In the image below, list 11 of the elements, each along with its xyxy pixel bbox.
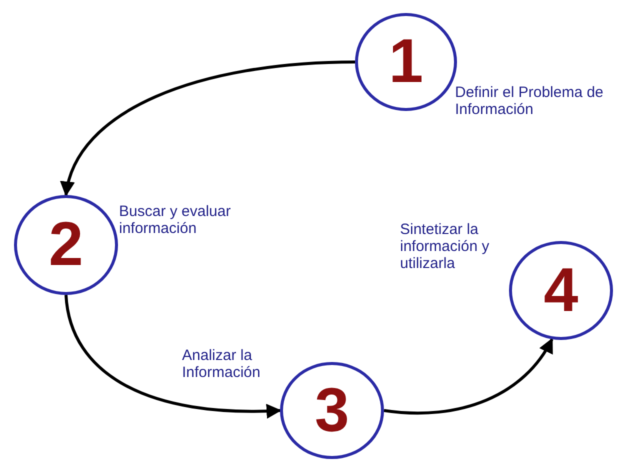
curved-arrow — [384, 338, 554, 415]
step-number: 4 — [544, 260, 578, 322]
step-label: Sintetizar la información y utilizarla — [400, 221, 490, 272]
curved-arrow — [62, 60, 356, 196]
step-label: Analizar la Información — [182, 347, 262, 381]
step-number: 2 — [48, 214, 84, 276]
step-number: 1 — [388, 31, 424, 93]
curved-arrow — [64, 294, 282, 418]
step-number: 3 — [314, 380, 350, 442]
step-label: Buscar y evaluar información — [119, 203, 232, 237]
step-label: Definir el Problema de Información — [455, 84, 604, 118]
